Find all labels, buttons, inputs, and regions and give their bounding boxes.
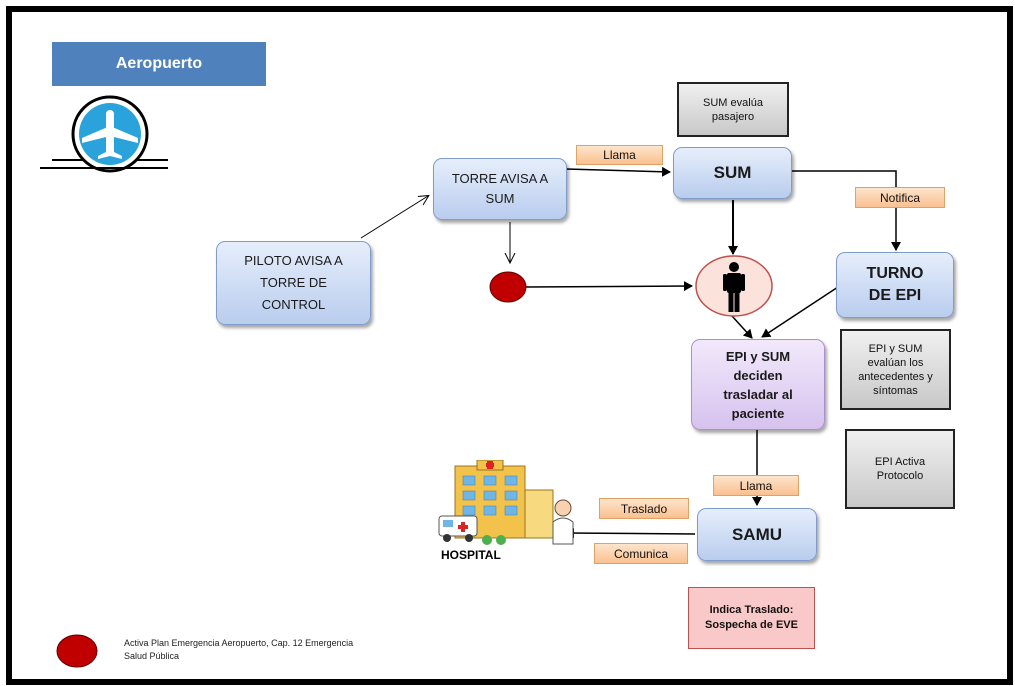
node-turno-epi: TURNO DE EPI (836, 252, 954, 318)
edge-person-episum (731, 315, 753, 339)
label-llama-samu: Llama (713, 475, 799, 496)
edge-dot-person (525, 281, 693, 292)
note-sum-evalua: SUM evalúa pasajero (677, 82, 789, 137)
note-indica-traslado-label: Indica Traslado: Sospecha de EVE (705, 604, 798, 631)
node-epi-sum-label: EPI y SUM deciden trasladar al paciente (723, 348, 793, 421)
label-comunica: Comunica (594, 543, 688, 564)
hospital-icon (438, 460, 574, 545)
edge-piloto-torre (360, 196, 428, 239)
edge-samu-hospital (565, 528, 696, 539)
hospital-label: HOSPITAL (441, 548, 501, 562)
note-epi-sum-evaluan-label: EPI y SUM evalúan los antecedentes y sín… (858, 342, 933, 397)
edge-torre-sum (565, 166, 671, 177)
node-sum-label: SUM (713, 163, 752, 182)
edge-sum-turno (792, 170, 901, 251)
node-piloto-label: PILOTO AVISA A TORRE DE CONTROL (244, 253, 343, 312)
legend-red-dot-icon (56, 634, 98, 668)
node-piloto: PILOTO AVISA A TORRE DE CONTROL (216, 241, 371, 325)
node-torre: TORRE AVISA A SUM (433, 158, 567, 220)
note-indica-traslado: Indica Traslado: Sospecha de EVE (688, 587, 815, 649)
node-samu-label: SAMU (731, 524, 783, 544)
node-turno-epi-label: TURNO DE EPI (866, 265, 924, 304)
note-epi-sum-evaluan: EPI y SUM evalúan los antecedentes y sín… (840, 329, 951, 410)
red-dot-icon (489, 271, 527, 303)
node-samu: SAMU (697, 508, 817, 561)
node-epi-sum: EPI y SUM deciden trasladar al paciente (691, 339, 825, 430)
note-sum-evalua-label: SUM evalúa pasajero (703, 96, 763, 123)
node-torre-label: TORRE AVISA A SUM (451, 171, 549, 206)
person-icon (695, 255, 773, 317)
node-sum: SUM (673, 147, 792, 199)
label-notifica: Notifica (855, 187, 945, 208)
note-epi-activa-label: EPI Activa Protocolo (874, 456, 926, 482)
edge-turno-episum (761, 286, 839, 338)
page-title: Aeropuerto (52, 42, 266, 86)
note-epi-activa: EPI Activa Protocolo (845, 429, 955, 509)
label-traslado: Traslado (599, 498, 689, 519)
label-llama-sum: Llama (576, 145, 663, 165)
airplane-icon (40, 95, 168, 173)
legend-text: Activa Plan Emergencia Aeropuerto, Cap. … (124, 638, 354, 661)
